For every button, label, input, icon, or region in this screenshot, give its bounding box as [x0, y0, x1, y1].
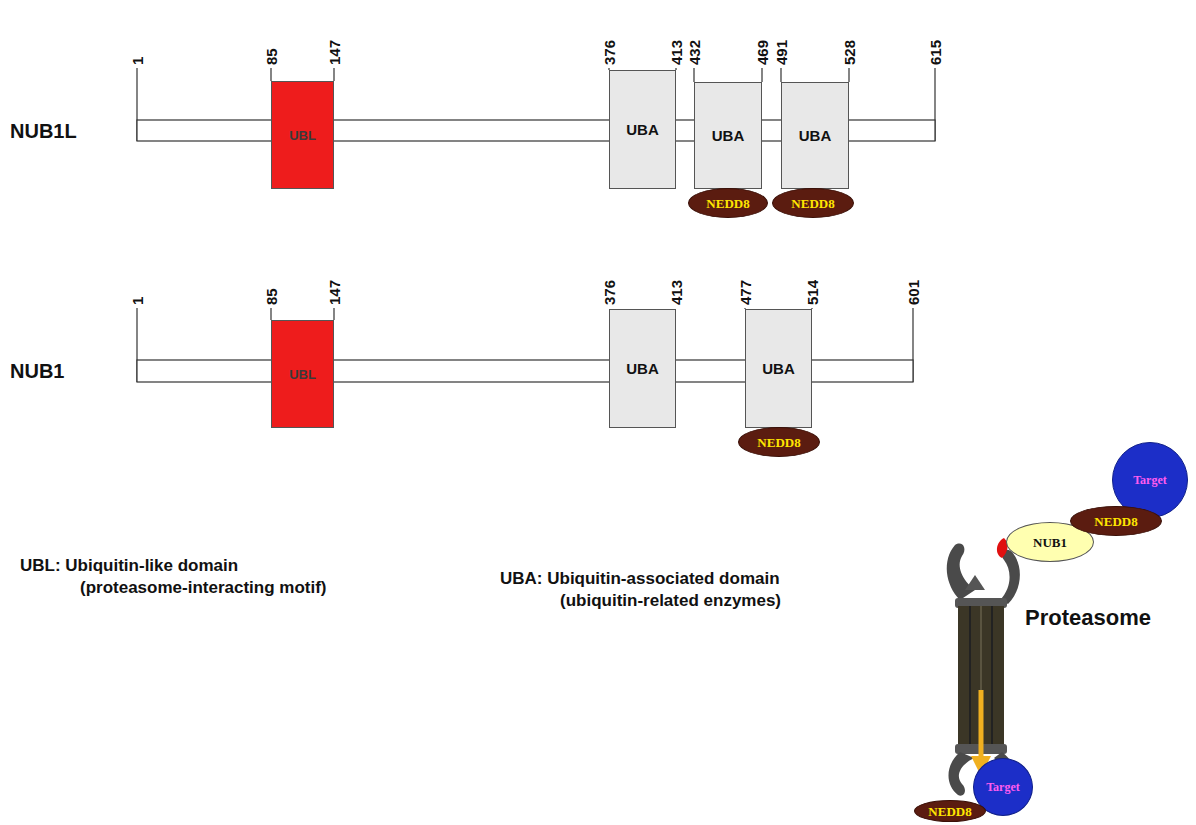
- text-label: UBL: Ubiquitin-like domain: [20, 557, 238, 574]
- ubl-label: UBL: [289, 368, 316, 381]
- target-label: Target: [1133, 474, 1167, 486]
- text-label: UBA: Ubiquitin-associated domain: [500, 570, 780, 587]
- uba-shape: UBA: [609, 309, 676, 428]
- nedd-label: NEDD8: [706, 197, 749, 210]
- position-number: 147: [327, 280, 342, 305]
- position-number: 147: [327, 40, 342, 65]
- position-number: 432: [687, 40, 702, 65]
- position-number: 514: [805, 280, 820, 305]
- ubl-shape: UBL: [271, 320, 334, 428]
- ubl-shape: UBL: [271, 81, 334, 189]
- proteasome-drawing: [947, 538, 1020, 796]
- text-label: (ubiquitin-related enzymes): [560, 592, 781, 609]
- position-number: 1: [130, 297, 145, 305]
- uba-shape: UBA: [781, 82, 849, 189]
- position-number: 615: [928, 40, 943, 65]
- position-number: 376: [602, 280, 617, 305]
- position-number: 469: [755, 40, 770, 65]
- nedd-label: NEDD8: [928, 805, 971, 818]
- position-number: 85: [264, 288, 279, 305]
- position-number: 1: [130, 57, 145, 65]
- nedd-shape: NEDD8: [738, 427, 820, 457]
- uba-shape: UBA: [694, 82, 762, 189]
- position-number: 601: [906, 280, 921, 305]
- uba-label: UBA: [626, 122, 659, 137]
- position-number: 85: [264, 48, 279, 65]
- nedd-shape: NEDD8: [688, 188, 768, 218]
- nedd-shape: NEDD8: [1070, 506, 1162, 536]
- text-label: (proteasome-interacting motif): [80, 579, 327, 596]
- position-number: 477: [738, 280, 753, 305]
- nedd-label: NEDD8: [1094, 515, 1137, 528]
- ubl-label: UBL: [289, 129, 316, 142]
- nedd-shape: NEDD8: [772, 188, 854, 218]
- uba-label: UBA: [762, 361, 795, 376]
- position-number: 491: [774, 40, 789, 65]
- position-number: 376: [602, 40, 617, 65]
- target-label: Target: [986, 781, 1020, 793]
- uba-label: UBA: [626, 361, 659, 376]
- uba-shape: UBA: [609, 70, 676, 189]
- uba-shape: UBA: [745, 309, 812, 428]
- text-label: NUB1: [10, 361, 64, 381]
- uba-label: UBA: [799, 128, 832, 143]
- nedd-label: NEDD8: [757, 436, 800, 449]
- uba-label: UBA: [712, 128, 745, 143]
- text-label: NUB1L: [10, 121, 77, 141]
- nub-label: NUB1: [1033, 536, 1067, 549]
- nedd-label: NEDD8: [791, 197, 834, 210]
- text-label: Proteasome: [1025, 607, 1151, 629]
- position-number: 413: [669, 40, 684, 65]
- position-number: 413: [669, 280, 684, 305]
- position-number: 528: [842, 40, 857, 65]
- nedd-shape: NEDD8: [914, 800, 986, 822]
